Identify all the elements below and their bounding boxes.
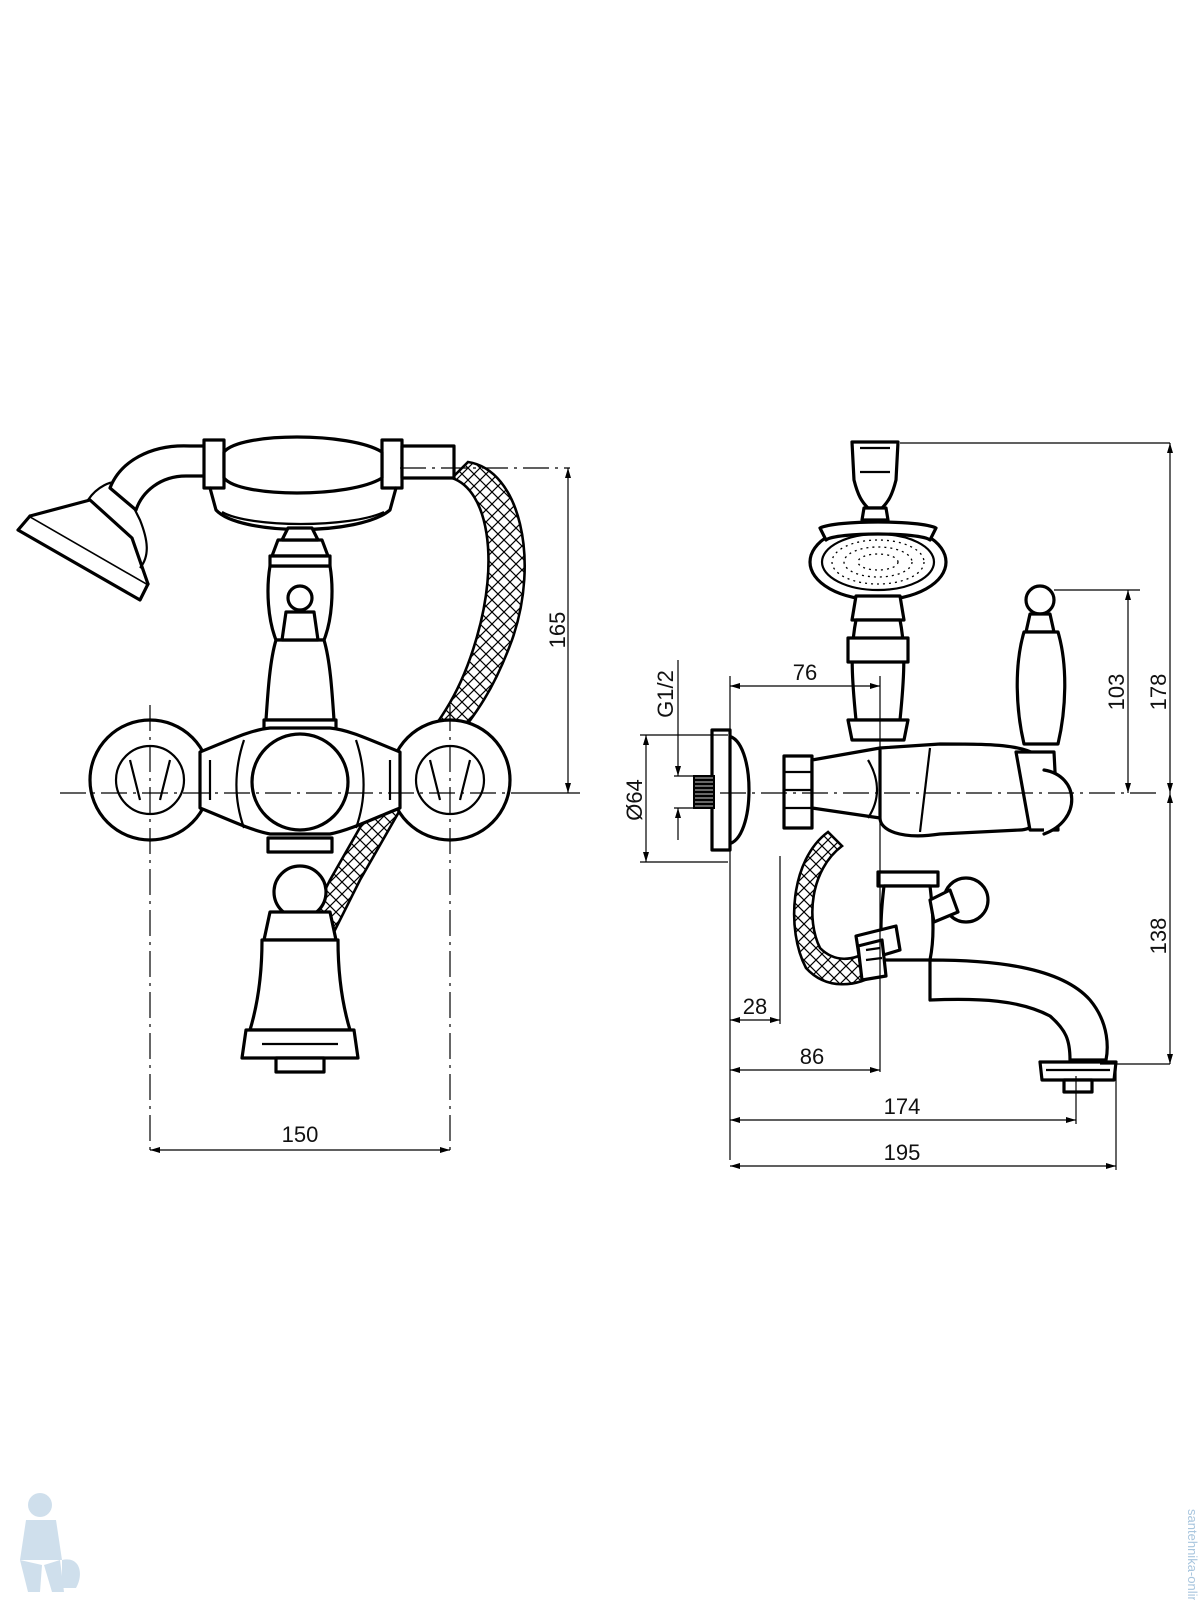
side-mixer-body xyxy=(710,728,1062,852)
side-dim-flange: Ø64 xyxy=(622,779,647,821)
front-dim-height: 165 xyxy=(545,612,570,649)
side-diverter xyxy=(854,870,990,982)
front-handshower-handle xyxy=(202,435,456,532)
front-spout xyxy=(240,836,360,1074)
side-view: 76 G1/2 Ø64 103 178 138 28 86 174 195 xyxy=(622,440,1173,1170)
side-thread xyxy=(693,775,715,809)
side-handshower-head xyxy=(808,520,948,622)
side-dim-76: 76 xyxy=(793,660,817,685)
side-dim-138: 138 xyxy=(1146,918,1171,955)
side-handshower-handle xyxy=(846,618,910,742)
front-mixer-body xyxy=(88,718,512,842)
front-handshower-head xyxy=(16,444,212,602)
front-cradle-column xyxy=(262,526,338,736)
side-dim-thread: G1/2 xyxy=(653,670,678,718)
side-dim-86: 86 xyxy=(800,1044,824,1069)
side-watermark-text: santehnika-online xyxy=(1185,1509,1200,1600)
side-dim-103: 103 xyxy=(1104,674,1129,711)
side-lever-handle xyxy=(1014,584,1074,836)
front-view: 150 165 xyxy=(16,435,580,1153)
side-wall-bracket xyxy=(850,440,900,522)
plumber-mascot-icon xyxy=(20,1493,80,1592)
side-dim-195: 195 xyxy=(884,1140,921,1165)
side-dim-174: 174 xyxy=(884,1094,921,1119)
side-dim-178: 178 xyxy=(1146,674,1171,711)
side-dim-28: 28 xyxy=(743,994,767,1019)
front-dim-width: 150 xyxy=(282,1122,319,1147)
side-spout xyxy=(928,958,1118,1094)
